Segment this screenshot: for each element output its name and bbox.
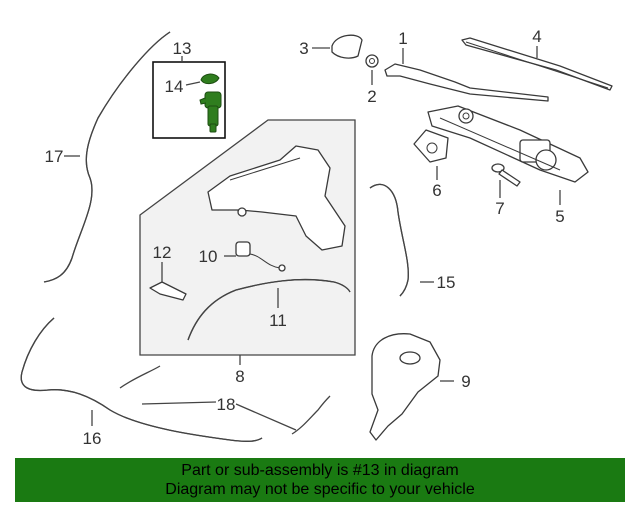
callout-2: 2: [367, 87, 376, 106]
banner-line-2: Diagram may not be specific to your vehi…: [165, 481, 475, 498]
callout-5: 5: [555, 207, 564, 226]
info-banner: Part or sub-assembly is #13 in diagram D…: [15, 458, 625, 502]
part-3-cap[interactable]: [331, 34, 363, 59]
callout-4: 4: [532, 27, 541, 46]
part-14-seal[interactable]: [200, 73, 220, 85]
part-10-level-sensor[interactable]: [235, 241, 286, 272]
callout-16: 16: [83, 429, 102, 448]
callout-10: 10: [199, 247, 218, 266]
callout-7: 7: [495, 199, 504, 218]
callout-8: 8: [235, 367, 244, 386]
part-4-wiper-blade[interactable]: [461, 37, 613, 91]
part-15-hose[interactable]: [369, 183, 409, 297]
part-18-hose-a[interactable]: [119, 365, 161, 389]
callout-13: 13: [173, 39, 192, 58]
part-6-grommet[interactable]: [413, 129, 449, 163]
part-18-hose-b[interactable]: [291, 395, 331, 435]
callout-1: 1: [398, 29, 407, 48]
callout-11: 11: [269, 311, 287, 330]
part-2-nut[interactable]: [365, 54, 379, 68]
part-1-wiper-arm[interactable]: [384, 63, 549, 102]
part-9-reservoir-tank[interactable]: [369, 333, 441, 441]
callout-12: 12: [153, 243, 172, 262]
part-7-bolt[interactable]: [491, 163, 521, 187]
callout-17: 17: [45, 147, 64, 166]
callout-9: 9: [461, 372, 470, 391]
part-5-wiper-linkage[interactable]: [427, 105, 589, 183]
part-13-washer-pump[interactable]: [199, 91, 222, 133]
callout-14: 14: [165, 77, 184, 96]
callout-6: 6: [432, 181, 441, 200]
callout-3: 3: [299, 39, 308, 58]
banner-line-1: Part or sub-assembly is #13 in diagram: [181, 462, 459, 479]
callout-15: 15: [437, 273, 456, 292]
part-8-reservoir[interactable]: [207, 145, 346, 251]
callout-18: 18: [217, 395, 236, 414]
part-12-nozzle[interactable]: [149, 281, 187, 301]
parts-diagram: 13 14 3 2 1 4 5 6 7 8 9 10 11 12 15 16 1…: [20, 27, 613, 448]
